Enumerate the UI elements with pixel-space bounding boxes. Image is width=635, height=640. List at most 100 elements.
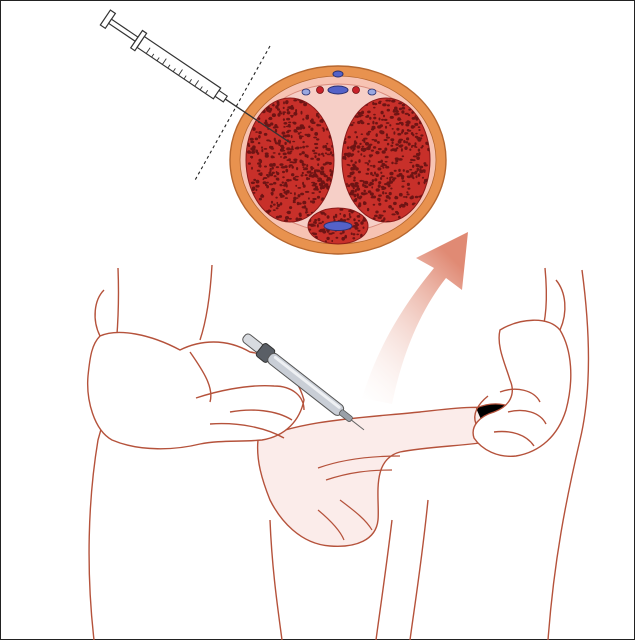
sinusoid-dot — [268, 118, 272, 120]
sinusoid-dot — [293, 197, 296, 201]
sinusoid-dot — [376, 133, 378, 137]
sinusoid-dot — [290, 179, 292, 181]
sinusoid-dot — [276, 166, 279, 168]
sinusoid-dot — [313, 152, 317, 154]
sinusoid-dot — [306, 164, 308, 167]
sinusoid-dot — [391, 208, 394, 211]
sinusoid-dot — [407, 188, 410, 190]
sinusoid-dot — [378, 203, 381, 206]
sinusoid-dot — [341, 237, 345, 241]
sinusoid-dot — [290, 192, 292, 194]
sinusoid-dot — [280, 196, 283, 198]
sinusoid-dot — [373, 117, 376, 120]
sinusoid-dot — [357, 151, 359, 153]
sinusoid-dot — [333, 216, 335, 219]
sinusoid-dot — [372, 121, 374, 125]
sinusoid-dot — [409, 149, 411, 151]
sinusoid-dot — [318, 153, 321, 156]
sinusoid-dot — [280, 156, 282, 158]
sinusoid-dot — [352, 237, 355, 239]
sinusoid-dot — [371, 150, 374, 152]
sinusoid-dot — [356, 224, 358, 228]
sinusoid-dot — [284, 182, 287, 185]
sinusoid-dot — [393, 177, 397, 179]
sinusoid-dot — [293, 159, 297, 162]
sinusoid-dot — [395, 196, 397, 199]
sinusoid-dot — [422, 177, 424, 179]
sinusoid-dot — [295, 176, 299, 178]
sinusoid-dot — [389, 192, 392, 195]
sinusoid-dot — [358, 171, 361, 174]
sinusoid-dot — [391, 213, 395, 215]
sinusoid-dot — [401, 186, 404, 188]
sinusoid-dot — [396, 128, 399, 131]
sinusoid-dot — [387, 104, 390, 106]
dorsal-artery-right — [353, 87, 360, 94]
sinusoid-dot — [367, 163, 369, 166]
sinusoid-dot — [403, 196, 406, 198]
sinusoid-dot — [406, 170, 409, 173]
sinusoid-dot — [255, 138, 258, 141]
sinusoid-dot — [280, 202, 283, 205]
sinusoid-dot — [265, 154, 269, 158]
sinusoid-dot — [327, 231, 330, 233]
inner-leg-right-2 — [410, 500, 428, 640]
sinusoid-dot — [287, 152, 291, 154]
sinusoid-dot — [377, 141, 380, 144]
sinusoid-dot — [356, 185, 359, 188]
sinusoid-dot — [377, 167, 381, 170]
penis-cross-section — [230, 66, 446, 254]
sinusoid-dot — [290, 151, 293, 153]
sinusoid-dot — [413, 126, 416, 128]
inner-leg-left — [270, 520, 282, 640]
sinusoid-dot — [276, 207, 279, 209]
sinusoid-dot — [418, 149, 420, 152]
sinusoid-dot — [363, 202, 367, 205]
sinusoid-dot — [393, 202, 397, 205]
sinusoid-dot — [377, 198, 381, 201]
sinusoid-dot — [326, 178, 329, 181]
urethra — [324, 222, 352, 231]
sinusoid-dot — [390, 116, 394, 119]
sinusoid-dot — [418, 182, 420, 185]
sinusoid-dot — [300, 147, 302, 149]
sinusoid-dot — [326, 143, 328, 145]
sinusoid-dot — [284, 165, 287, 168]
sinusoid-dot — [280, 148, 284, 151]
sinusoid-dot — [285, 216, 289, 220]
sinusoid-dot — [247, 143, 249, 147]
sinusoid-dot — [284, 142, 286, 145]
sinusoid-dot — [363, 140, 365, 143]
sinusoid-dot — [412, 134, 414, 137]
sinusoid-dot — [269, 170, 271, 173]
sinusoid-dot — [250, 138, 254, 141]
sinusoid-dot — [312, 198, 316, 200]
sinusoid-dot — [357, 145, 361, 148]
sinusoid-dot — [275, 105, 278, 109]
sinusoid-dot — [362, 219, 366, 222]
sinusoid-dot — [293, 112, 297, 116]
sinusoid-dot — [398, 140, 402, 144]
sinusoid-dot — [308, 126, 310, 129]
sinusoid-dot — [385, 126, 387, 129]
sinusoid-dot — [369, 148, 371, 150]
sinusoid-dot — [276, 202, 278, 204]
sinusoid-dot — [255, 185, 259, 188]
sinusoid-dot — [356, 136, 358, 139]
sinusoid-dot — [368, 160, 370, 163]
sinusoid-dot — [378, 181, 381, 184]
sinusoid-dot — [358, 159, 360, 163]
sinusoid-dot — [417, 168, 420, 172]
sinusoid-dot — [311, 121, 315, 124]
sinusoid-dot — [274, 140, 276, 143]
sinusoid-dot — [347, 146, 349, 149]
sinusoid-dot — [290, 148, 294, 150]
sinusoid-dot — [322, 127, 325, 129]
sinusoid-dot — [310, 158, 314, 160]
sinusoid-dot — [307, 134, 311, 138]
sinusoid-dot — [386, 195, 390, 199]
sinusoid-dot — [388, 184, 391, 187]
sinusoid-dot — [284, 122, 288, 125]
sinusoid-dot — [314, 219, 317, 222]
sinusoid-dot — [407, 183, 410, 186]
